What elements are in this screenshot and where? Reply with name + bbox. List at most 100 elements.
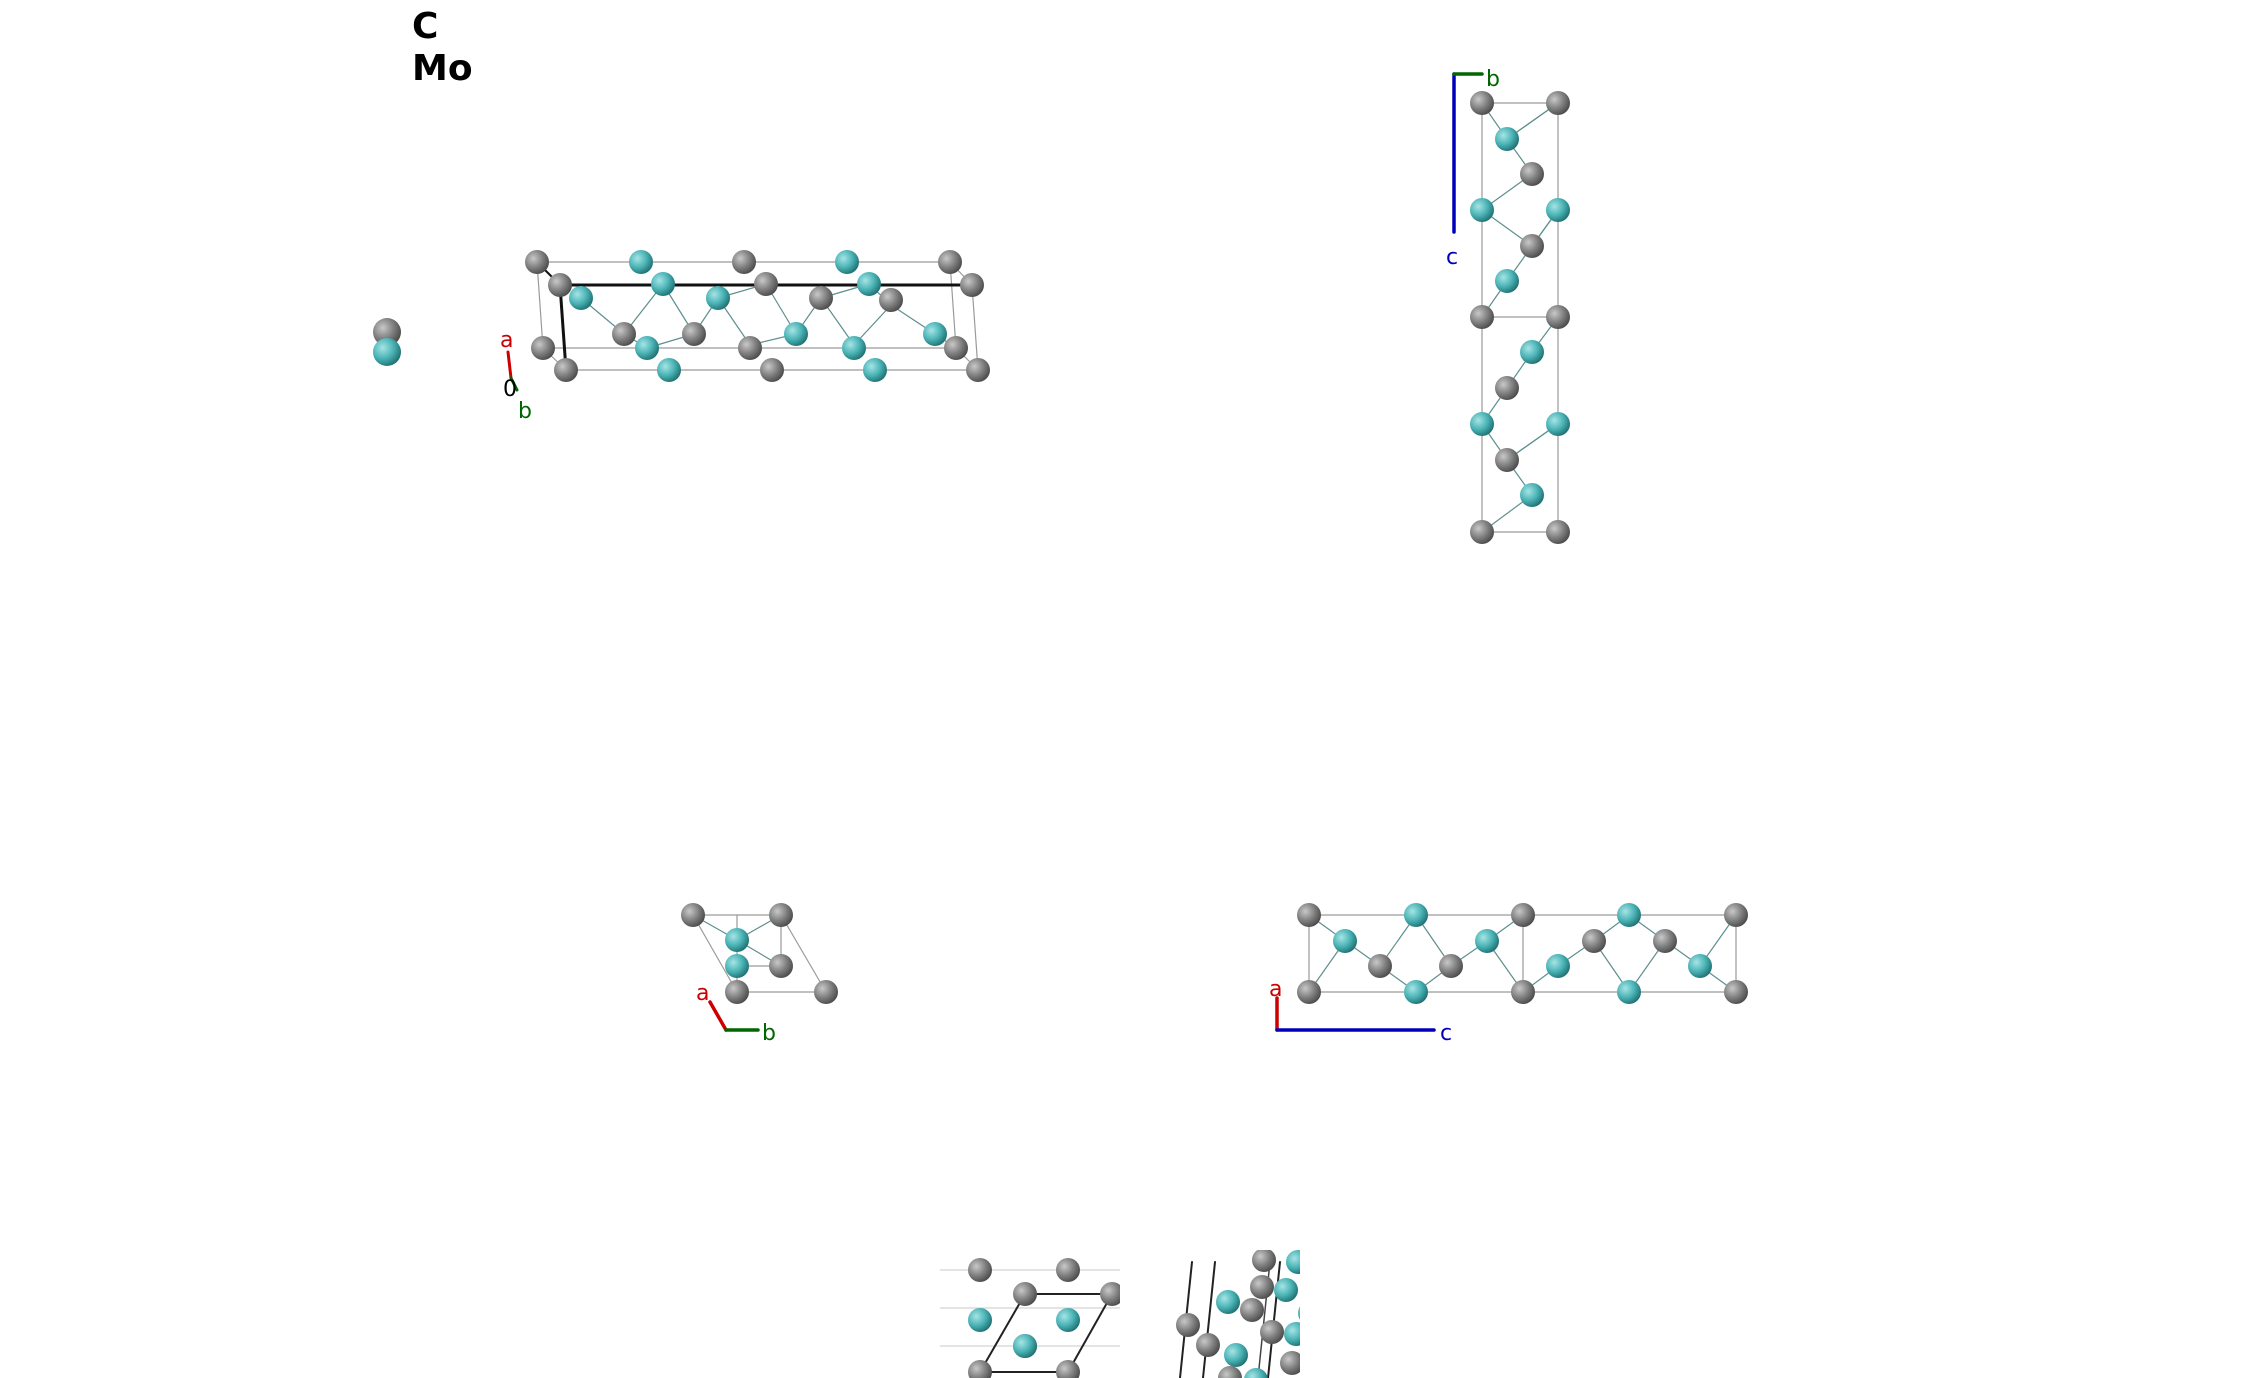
carbon-atom [1368,954,1392,978]
molybdenum-atom [784,322,808,346]
legend-molybdenum: Mo [412,48,473,89]
molybdenum-atom [657,358,681,382]
carbon-atom [1297,980,1321,1004]
carbon-atom [1013,1282,1037,1306]
carbon-atom [966,358,990,382]
carbon-atom [1495,376,1519,400]
molybdenum-atom [629,250,653,274]
cell-edge-bold [1202,1261,1216,1378]
axis-label-c: c [1446,245,1458,270]
molybdenum-atom [1546,412,1570,436]
carbon-atom [554,358,578,382]
carbon-atom [525,250,549,274]
carbon-atom [968,1258,992,1282]
molybdenum-atom [1546,198,1570,222]
molybdenum-atom [635,336,659,360]
molybdenum-atom [1546,954,1570,978]
carbon-atom [814,980,838,1004]
legend-carbon: C [412,6,439,47]
carbon-atom [1252,1250,1276,1272]
carbon-atom [373,318,401,346]
carbon-atom [769,903,793,927]
carbon-atom [1520,234,1544,258]
carbon-atom [1218,1366,1242,1378]
molybdenum-atom [1013,1334,1037,1358]
axis-label-a: a [696,981,709,1006]
cell-edge [780,914,827,993]
molybdenum-atom [1056,1308,1080,1332]
thumbnail-view-1 [940,1258,1120,1378]
carbon-atom [725,980,749,1004]
molybdenum-atom [725,954,749,978]
axis-b [509,376,519,392]
axis-label-a: a [500,328,513,353]
cell-edge-bold [1067,1293,1113,1373]
carbon-atom [1546,305,1570,329]
carbon-atom [1511,903,1535,927]
molybdenum-atom [1688,954,1712,978]
carbon-atom [682,322,706,346]
molybdenum-atom [1298,1306,1300,1320]
molybdenum-atom [1404,903,1428,927]
carbon-atom [879,288,903,312]
molybdenum-atom [1617,903,1641,927]
carbon-atom [1470,305,1494,329]
carbon-atom [1297,903,1321,927]
carbon-atom [1470,520,1494,544]
carbon-atom [760,358,784,382]
carbon-atom [1470,91,1494,115]
carbon-atom [1056,1258,1080,1282]
carbon-atom [732,250,756,274]
carbon-atom [1260,1320,1284,1344]
carbon-atom [1056,1360,1080,1378]
legend-atom-icons [373,318,401,366]
carbon-atom [1582,929,1606,953]
molybdenum-atom [1470,412,1494,436]
molybdenum-atom [1617,980,1641,1004]
molybdenum-atom [1475,929,1499,953]
axis-a [506,350,513,380]
carbon-atom [960,273,984,297]
carbon-atom [1511,980,1535,1004]
molybdenum-atom [1300,1360,1324,1378]
carbon-atom [681,903,705,927]
carbon-atom [531,336,555,360]
cell-edge [692,914,738,993]
cell-edge [536,261,544,349]
carbon-atom [1653,929,1677,953]
carbon-atom [769,954,793,978]
axis-label-c: c [1440,1021,1452,1046]
cell-edge [949,261,957,349]
carbon-atom [1546,520,1570,544]
molybdenum-atom [1520,340,1544,364]
carbon-atom [968,1360,992,1378]
molybdenum-atom [863,358,887,382]
axis-label-b: b [762,1021,776,1046]
molybdenum-atom [1284,1322,1300,1346]
perspective-view: a 0b [500,250,990,424]
molybdenum-atom [923,322,947,346]
molybdenum-atom [1274,1278,1298,1302]
molybdenum-atom [1404,980,1428,1004]
carbon-atom [612,322,636,346]
carbon-atom [1439,954,1463,978]
axis-a [708,1000,728,1032]
carbon-atom [754,272,778,296]
molybdenum-atom [725,928,749,952]
carbon-atom [1495,448,1519,472]
molybdenum-atom [1216,1290,1240,1314]
cell-edge-bold [558,283,568,372]
molybdenum-atom [569,286,593,310]
molybdenum-atom [1495,269,1519,293]
carbon-atom [1100,1282,1120,1306]
axis-label-b: b [1486,67,1500,92]
carbon-atom [1250,1275,1274,1299]
molybdenum-atom [1224,1343,1248,1367]
carbon-atom [1520,162,1544,186]
axis-label-origin: 0 [503,377,517,402]
carbon-atom [548,273,572,297]
axis-label-b: b [518,399,532,424]
carbon-atom [1724,980,1748,1004]
thumbnail-view-2 [1176,1250,1324,1378]
